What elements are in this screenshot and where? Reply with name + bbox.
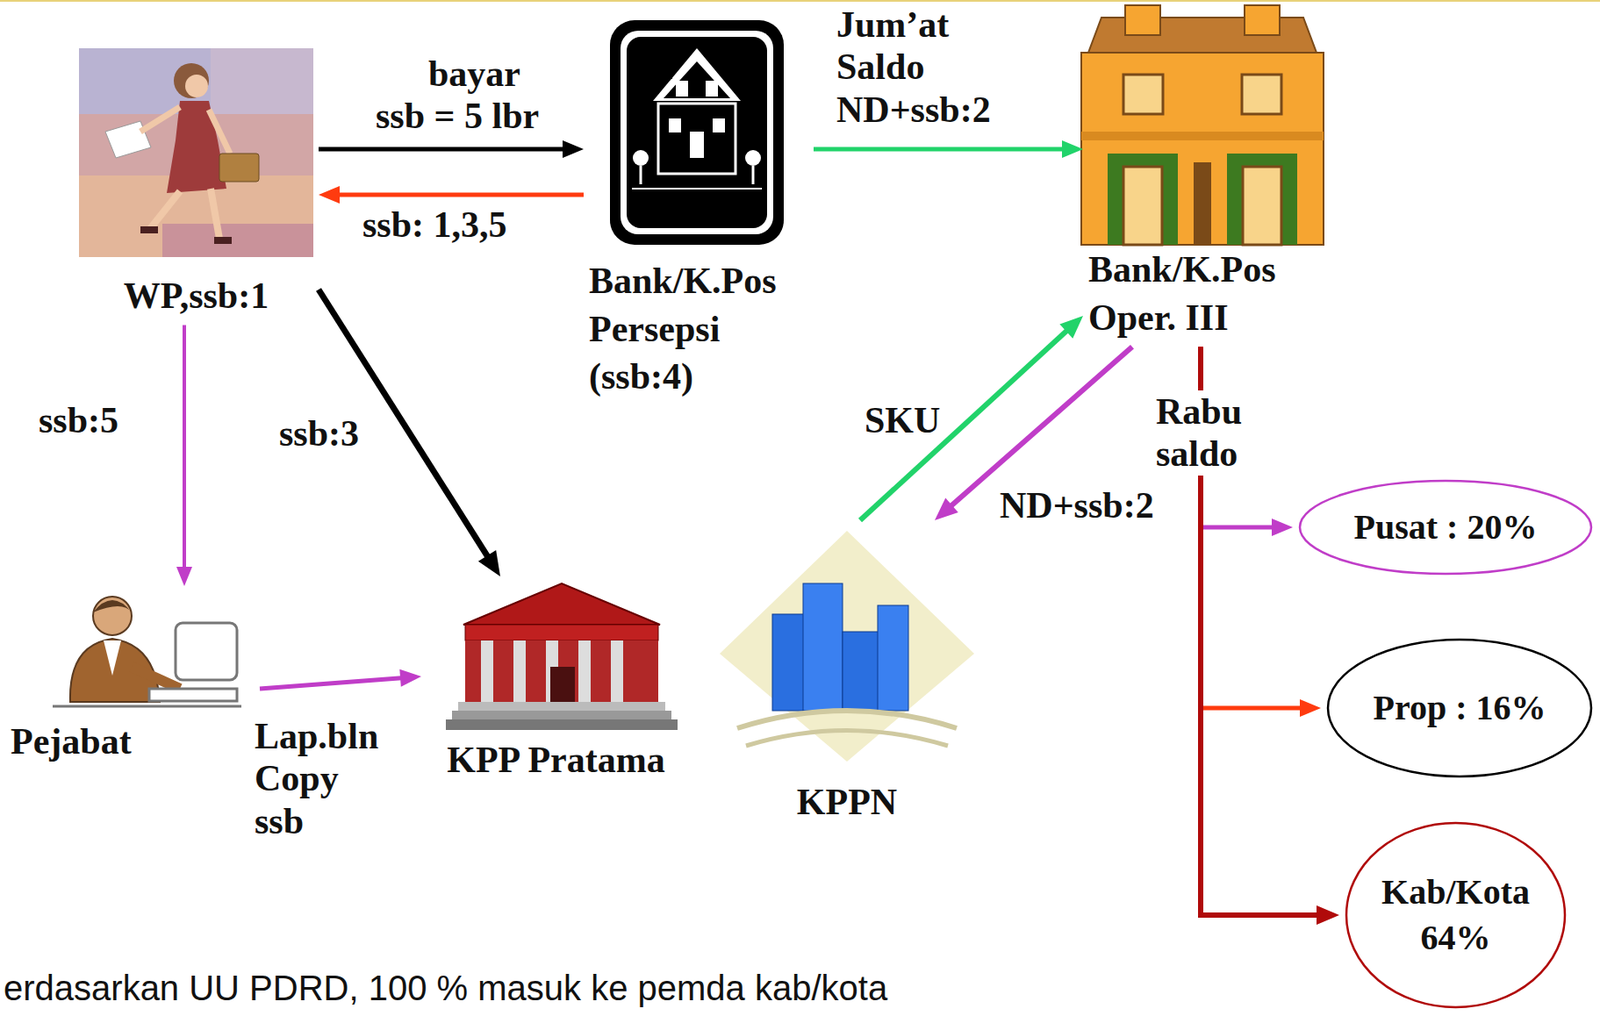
edge-label: ssb:5 [38, 399, 119, 442]
ellipse-outline [1344, 821, 1567, 1010]
bank-node: Bank/K.Pos Oper. III [1088, 5, 1326, 342]
edge-label: Rabu saldo [1152, 390, 1258, 476]
office-node: KPP Pratama [426, 581, 686, 785]
node-label: KPPN [719, 778, 975, 827]
flow-arrow [813, 140, 1084, 158]
node-label: Pusat : 20% [1354, 504, 1538, 551]
edge-label: bayar ssb = 5 lbr [375, 52, 565, 138]
arrowhead [562, 140, 584, 158]
flow-line [182, 325, 187, 572]
edge-label: ssb: 1,3,5 [362, 203, 508, 246]
official-picture [52, 596, 242, 707]
taxpayer-picture [78, 48, 314, 258]
share-circle: Kab/Kota 64% [1344, 821, 1567, 1010]
edge-label: SKU [864, 399, 940, 442]
arrowhead [318, 186, 340, 204]
office-node: KPPN [719, 525, 975, 827]
official-node: Pejabat [10, 591, 255, 767]
flow-line [813, 147, 1067, 152]
arrowhead [1271, 518, 1293, 537]
flow-arrow [176, 325, 193, 587]
edge-label: ssb:3 [279, 412, 359, 455]
treasury-office-picture [719, 530, 975, 762]
arrowhead [1316, 905, 1340, 926]
flow-arrow [318, 186, 584, 204]
note-text: erdasarkan UU PDRD, 100 % masuk ke pemda… [3, 968, 888, 1009]
bank-persepsi-picture [609, 20, 784, 245]
bank-node: Bank/K.Pos Persepsi (ssb:4) [588, 20, 809, 402]
tax-office-picture [445, 583, 678, 731]
node-label: Bank/K.Pos Persepsi (ssb:4) [588, 257, 809, 402]
share-ellipse: Pusat : 20% [1298, 479, 1593, 576]
share-ellipse: Prop : 16% [1326, 638, 1593, 779]
flow-arrow [318, 140, 584, 158]
node-label: Bank/K.Pos Oper. III [1088, 245, 1326, 342]
arrowhead [399, 669, 422, 688]
flow-arrow [259, 669, 422, 689]
arrowhead [1299, 699, 1321, 718]
node-label: KPP Pratama [426, 736, 686, 785]
taxpayer-node: WP,ssb:1 [78, 48, 314, 321]
flow-line [318, 147, 567, 152]
node-label: Pejabat [10, 717, 255, 767]
arrowhead [934, 498, 959, 521]
arrowhead [478, 550, 501, 577]
node-label: WP,ssb:1 [78, 272, 314, 321]
node-label: Kab/Kota 64% [1368, 869, 1544, 962]
arrowhead [176, 566, 193, 587]
edge-label: Lap.bln Copy ssb [254, 715, 395, 843]
node-label: Prop : 16% [1372, 685, 1546, 732]
bank-operational-picture [1081, 5, 1324, 245]
top-rule [0, 0, 1600, 2]
arrowhead [1059, 315, 1084, 339]
flow-line [335, 193, 584, 198]
edge-label: ND+ssb:2 [996, 484, 1158, 527]
flow-line [259, 677, 405, 689]
arrowhead [1061, 140, 1084, 158]
edge-label: Jum’at Saldo ND+ssb:2 [836, 3, 1008, 131]
